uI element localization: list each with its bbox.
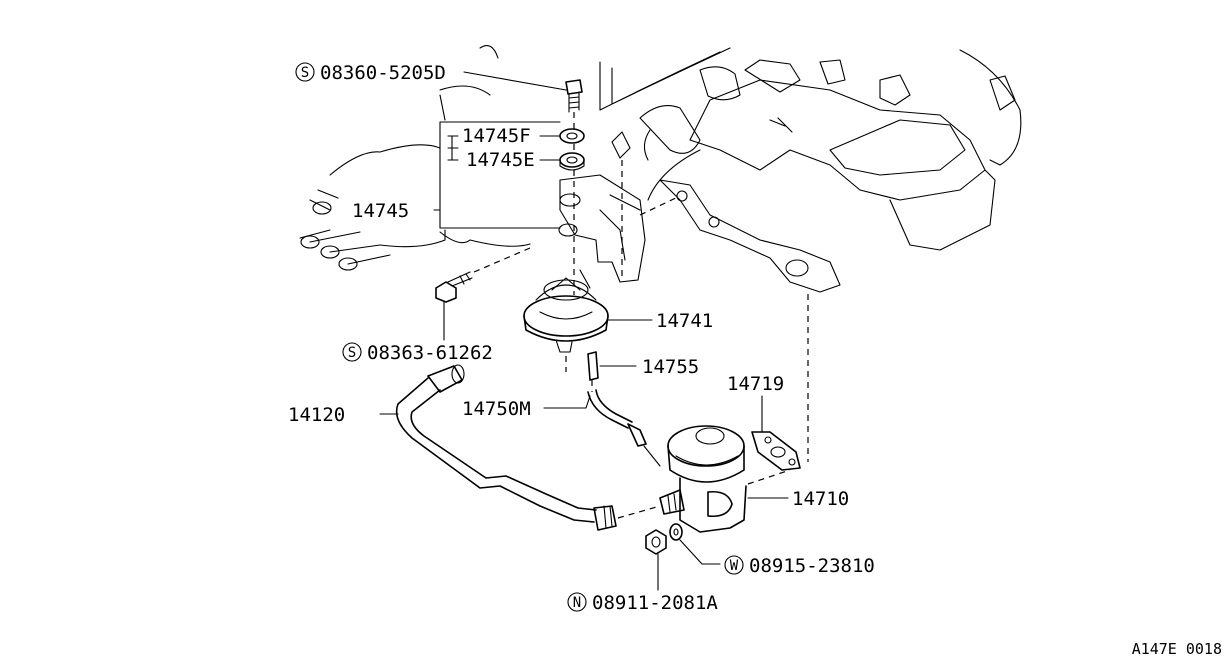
tube-14750m <box>587 389 661 467</box>
washer-14745e <box>559 152 585 171</box>
part-number-14719: 14719 <box>727 373 784 395</box>
leader-lines <box>379 71 789 591</box>
callout-prefix: W <box>730 558 739 574</box>
engine-block-outline <box>599 47 1022 293</box>
gasket-14719 <box>751 431 801 471</box>
part-number-14741: 14741 <box>656 310 713 332</box>
part-number-14710: 14710 <box>792 488 849 510</box>
callout-bolt-side: S 08363-61262 <box>342 342 493 364</box>
connector-14755 <box>565 351 599 392</box>
bolt-top <box>565 79 583 113</box>
callout-prefix: S <box>348 345 356 361</box>
nut-n <box>645 529 667 555</box>
part-number: 08360-5205D <box>320 62 446 84</box>
callout-prefix: S <box>301 65 309 81</box>
egr-bracket <box>558 174 646 289</box>
callout-prefix: N <box>573 595 581 611</box>
callout-bolt-top: S 08360-5205D <box>295 62 446 84</box>
part-number: 08363-61262 <box>367 342 493 364</box>
part-number-14120: 14120 <box>288 404 345 426</box>
part-number-14750m: 14750M <box>462 398 531 420</box>
bolt-side <box>435 271 473 303</box>
gasket-to-engine-line <box>747 294 809 485</box>
engine-top-lines <box>439 45 499 121</box>
part-number: 08915-23810 <box>749 555 875 577</box>
diagram-code: A147E 0018 <box>1132 640 1222 658</box>
callout-nut-n: N 08911-2081A <box>567 592 718 614</box>
washer-14745f <box>559 128 585 144</box>
part-number: 08911-2081A <box>592 592 718 614</box>
distributor-cap-outline <box>299 144 531 271</box>
pipe-to-valve-line <box>617 505 661 519</box>
part-number-14745f: 14745F <box>462 125 531 147</box>
part-number-14755: 14755 <box>642 356 699 378</box>
clip <box>611 131 631 159</box>
side-bolt-axis-line <box>473 247 531 273</box>
bracket-to-engine-line <box>639 195 681 216</box>
part-number-14745e: 14745E <box>466 149 535 171</box>
egr-valve <box>659 425 747 533</box>
washer-w <box>669 523 683 541</box>
part-number-14745: 14745 <box>352 200 409 222</box>
pipe-14120 <box>395 364 617 531</box>
callout-washer-w: W 08915-23810 <box>724 555 875 577</box>
vacuum-modulator <box>523 277 609 353</box>
